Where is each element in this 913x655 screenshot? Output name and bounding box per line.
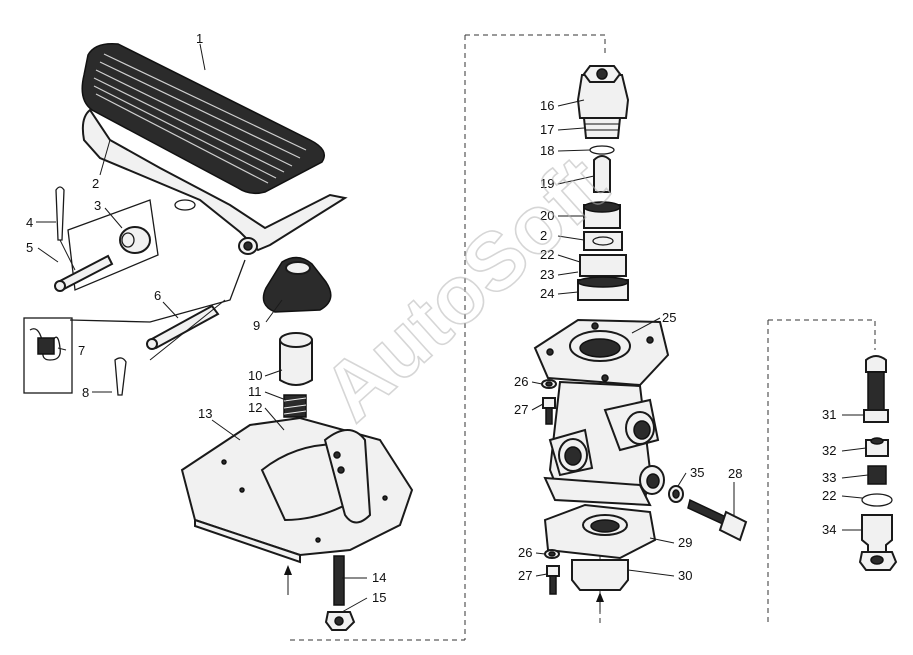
- callout-21: 2: [540, 228, 547, 243]
- check-valve-cup: [865, 437, 889, 457]
- washer-lower: [544, 549, 560, 559]
- callout-18: 18: [540, 143, 554, 158]
- bolt-lower: [546, 565, 560, 595]
- cotter-pin-lower: [114, 357, 127, 396]
- callout-7: 7: [78, 343, 85, 358]
- callout-1: 1: [196, 31, 203, 46]
- o-ring-18: [589, 145, 615, 155]
- plunger-spring: [283, 394, 307, 418]
- pedal-bracket: [81, 108, 348, 255]
- return-spring: [23, 317, 73, 394]
- valve-stem: [593, 155, 611, 193]
- callout-5: 5: [26, 240, 33, 255]
- callout-24: 24: [540, 286, 554, 301]
- valve-housing: [533, 318, 670, 507]
- callout-11: 11: [248, 384, 262, 399]
- callout-6: 6: [154, 288, 161, 303]
- callout-30: 30: [678, 568, 692, 583]
- callout-2: 2: [92, 176, 99, 191]
- bleed-screw: [687, 498, 748, 542]
- callout-27a: 27: [514, 402, 528, 417]
- callout-17: 17: [540, 122, 554, 137]
- bolt-upper: [542, 397, 556, 425]
- callout-19: 19: [540, 176, 554, 191]
- callout-35: 35: [690, 465, 704, 480]
- cotter-pin-upper: [55, 186, 76, 271]
- callout-4: 4: [26, 215, 33, 230]
- callout-14: 14: [372, 570, 386, 585]
- callout-29: 29: [678, 535, 692, 550]
- callout-16: 16: [540, 98, 554, 113]
- callout-10: 10: [248, 368, 262, 383]
- lower-flange: [543, 503, 657, 560]
- callout-26b: 26: [518, 545, 532, 560]
- callout-28: 28: [728, 466, 742, 481]
- leader-lines: [36, 43, 869, 613]
- base-plate: [180, 416, 414, 564]
- callout-27b: 27: [518, 568, 532, 583]
- valve-cap: [576, 65, 630, 119]
- plunger: [279, 332, 313, 386]
- callout-15: 15: [372, 590, 386, 605]
- callout-22b: 22: [822, 488, 836, 503]
- valve-stack-rings: [577, 201, 629, 301]
- callout-12: 12: [248, 400, 262, 415]
- valve-body-upper: [582, 117, 622, 139]
- callout-8: 8: [82, 385, 89, 400]
- arrow-right: [596, 592, 604, 612]
- callout-31: 31: [822, 407, 836, 422]
- callout-33: 33: [822, 470, 836, 485]
- callout-23: 23: [540, 267, 554, 282]
- roller: [67, 199, 159, 291]
- adjusting-nut: [324, 611, 356, 631]
- check-valve-body: [858, 514, 898, 571]
- check-valve-ring: [861, 493, 893, 507]
- bleed-screw-seal: [668, 485, 684, 503]
- callout-3: 3: [94, 198, 101, 213]
- washer-upper: [541, 379, 557, 389]
- callout-34: 34: [822, 522, 836, 537]
- rubber-boot: [262, 256, 332, 313]
- callout-labels: 1 2 3 4 5 6 7 8 9 10 11 12 13 14 15 16 1…: [26, 31, 836, 605]
- callout-26a: 26: [514, 374, 528, 389]
- pedal-axis: [69, 259, 246, 361]
- callout-32: 32: [822, 443, 836, 458]
- check-valve-spring: [867, 465, 887, 485]
- callout-22a: 22: [540, 247, 554, 262]
- callout-13: 13: [198, 406, 212, 421]
- adjusting-stud: [333, 555, 345, 606]
- axle-pin: [54, 254, 114, 292]
- callout-25: 25: [662, 310, 676, 325]
- pedal-pad: [81, 42, 325, 195]
- arrow-left: [284, 565, 292, 595]
- lower-body: [571, 559, 629, 591]
- callout-9: 9: [253, 318, 260, 333]
- check-valve-stem: [863, 355, 889, 423]
- callout-20: 20: [540, 208, 554, 223]
